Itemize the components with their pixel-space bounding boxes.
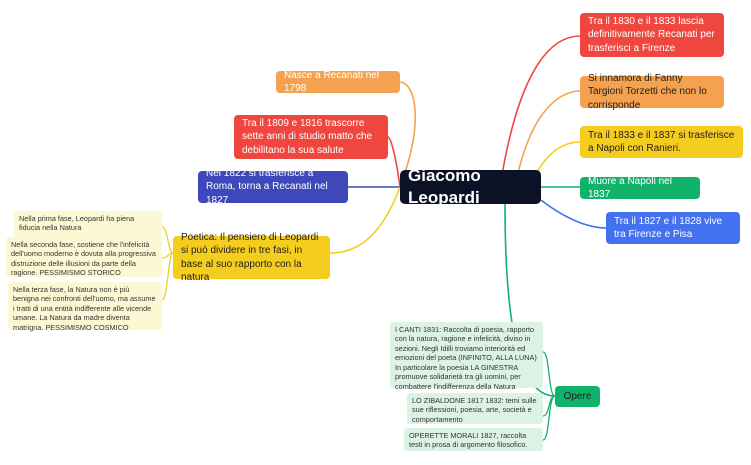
poetica-fase-3[interactable]: Nella terza fase, la Natura non è più be… [8, 282, 162, 332]
opere-operette-text: OPERETTE MORALI 1827, raccolta testi in … [409, 431, 528, 450]
branch-nasce[interactable]: Nasce a Recanati nel 1798 [276, 69, 400, 94]
opere-canti-text: I CANTI 1831: Raccolta di poesia, rappor… [395, 325, 537, 391]
opere-canti[interactable]: I CANTI 1831: Raccolta di poesia, rappor… [390, 322, 543, 391]
poetica-fase-2-text: Nella seconda fase, sostiene che l'infel… [11, 240, 156, 278]
poetica-fase-1-text: Nella prima fase, Leopardi ha piena fidu… [19, 214, 135, 233]
opere-zibaldone[interactable]: LO ZIBALDONE 1817 1832: temi sulle sue r… [407, 393, 543, 424]
branch-pisa-label: Tra il 1827 e il 1828 vive tra Firenze e… [614, 215, 723, 240]
branch-firenze1830-label: Tra il 1830 e il 1833 lascia definitivam… [588, 16, 715, 54]
connector-pisa [540, 199, 607, 229]
branch-muore-label: Muore a Napoli nel 1837 [588, 175, 672, 200]
branch-napoli1833[interactable]: Tra il 1833 e il 1837 si trasferisce a N… [580, 126, 743, 158]
central-topic[interactable]: Giacomo Leopardi [400, 166, 541, 207]
connector-studio [387, 136, 401, 188]
branch-roma-label: Nel 1822 si trasferisce a Roma, torna a … [206, 168, 328, 206]
branch-fanny[interactable]: Si innamora di Fanny Targioni Torzetti c… [580, 73, 724, 111]
poetica-fase-2[interactable]: Nella seconda fase, sostiene che l'infel… [6, 237, 162, 277]
branch-pisa[interactable]: Tra il 1827 e il 1828 vive tra Firenze e… [606, 212, 740, 244]
branch-studio[interactable]: Tra il 1809 e 1816 trascorre sette anni … [234, 115, 388, 159]
central-topic-label: Giacomo Leopardi [408, 165, 481, 207]
opere-operette[interactable]: OPERETTE MORALI 1827, raccolta testi in … [404, 428, 543, 451]
opere-zibaldone-text: LO ZIBALDONE 1817 1832: temi sulle sue r… [412, 396, 537, 424]
branch-poetica-label: Poetica: Il pensiero di Leopardi si può … [181, 232, 319, 283]
branch-muore[interactable]: Muore a Napoli nel 1837 [580, 175, 700, 200]
branch-studio-label: Tra il 1809 e 1816 trascorre sette anni … [242, 118, 373, 156]
branch-roma[interactable]: Nel 1822 si trasferisce a Roma, torna a … [198, 168, 348, 206]
branch-poetica[interactable]: Poetica: Il pensiero di Leopardi si può … [173, 232, 330, 283]
bracket-poetica [161, 226, 174, 301]
poetica-fase-1[interactable]: Nella prima fase, Leopardi ha piena fidu… [14, 211, 162, 241]
branch-firenze1830[interactable]: Tra il 1830 e il 1833 lascia definitivam… [580, 13, 724, 57]
poetica-fase-3-text: Nella terza fase, la Natura non è più be… [13, 285, 156, 332]
branch-opere-label: Opere [563, 390, 592, 402]
bracket-opere [542, 351, 556, 441]
branch-nasce-label: Nasce a Recanati nel 1798 [284, 69, 380, 94]
branch-fanny-label: Si innamora di Fanny Targioni Torzetti c… [588, 73, 707, 111]
branch-napoli1833-label: Tra il 1833 e il 1837 si trasferisce a N… [588, 129, 735, 154]
branch-opere[interactable]: Opere [555, 386, 600, 407]
